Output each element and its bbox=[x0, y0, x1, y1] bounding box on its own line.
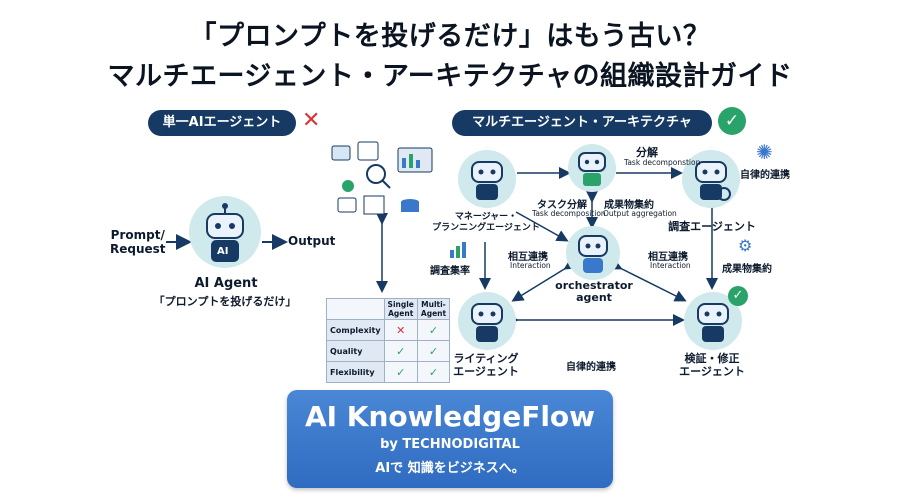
bar-chart-icon bbox=[448, 240, 468, 264]
edge-decomp-mid-en: Task decomposition bbox=[532, 209, 606, 218]
brand-banner: AI KnowledgeFlow by TECHNODIGITAL AIで 知識… bbox=[287, 390, 613, 488]
single-agent-name: AI Agent bbox=[194, 276, 258, 291]
output-label: Output bbox=[288, 234, 336, 248]
edge-orch-writing bbox=[511, 258, 577, 302]
table-row: Quality ✓ ✓ bbox=[326, 340, 451, 362]
edge-research-rate: 調査集率 bbox=[430, 266, 470, 277]
edge-aggregate-right: 成果物集約 bbox=[722, 264, 772, 275]
banner-title: AI KnowledgeFlow bbox=[304, 400, 596, 433]
edge-interaction-left: 相互連携 bbox=[508, 252, 548, 263]
top-robot-icon bbox=[568, 144, 616, 192]
page-title-line2: マルチエージェント・アーキテクチャの組織設計ガイド bbox=[107, 61, 793, 92]
prompt-request-label: Prompt/ Request bbox=[110, 228, 166, 256]
manager-label: マネージャー・ プランニングエージェント bbox=[432, 212, 540, 233]
tool-icons-cluster bbox=[328, 140, 438, 222]
table-row: Flexibility ✓ ✓ bbox=[326, 361, 451, 383]
edge-interaction-right: 相互連携 bbox=[648, 252, 688, 263]
gear-icon: ⚙ bbox=[738, 236, 753, 255]
banner-tagline: AIで 知識をビジネスへ。 bbox=[375, 461, 525, 476]
edge-decomp-mid: タスク分解 bbox=[537, 200, 587, 211]
edge-autonomous-top: 自律的連携 bbox=[740, 170, 790, 181]
edge-manager-orch bbox=[515, 211, 569, 242]
table-row: Complexity ✕ ✓ bbox=[326, 319, 451, 341]
edge-decomp-top-en: Task decomponstion bbox=[624, 158, 701, 167]
writing-robot-icon bbox=[458, 292, 516, 350]
network-icon: ✺ bbox=[756, 140, 773, 164]
edge-orch-verify bbox=[609, 258, 687, 302]
red-x-icon: ✕ bbox=[302, 108, 321, 133]
robot-badge: AI bbox=[217, 246, 229, 257]
comparison-table: Single Agent Multi- Agent Complexity ✕ ✓… bbox=[326, 298, 451, 383]
single-agent-heading: 単一AIエージェント bbox=[148, 110, 296, 136]
edge-decomp-top: 分解 bbox=[636, 146, 658, 159]
multi-agent-heading: マルチエージェント・アーキテクチャ bbox=[452, 110, 712, 136]
verify-check-icon: ✓ bbox=[728, 286, 748, 306]
orchestrator-label: orchestrator agent bbox=[555, 279, 633, 304]
table-corner bbox=[326, 298, 385, 320]
verify-label: 検証・修正 エージェント bbox=[679, 352, 745, 378]
single-agent-robot-icon bbox=[189, 196, 261, 268]
manager-robot-icon bbox=[458, 150, 516, 208]
col-single: Single Agent bbox=[383, 298, 418, 320]
green-check-icon: ✓ bbox=[718, 107, 746, 135]
edge-interaction-left-en: Interaction bbox=[510, 261, 551, 270]
col-multi: Multi- Agent bbox=[416, 298, 451, 320]
edge-aggregate-mid-en: Output aggregation bbox=[603, 209, 677, 218]
edge-interaction-right-en: Interaction bbox=[650, 261, 691, 270]
edge-autonomous-bottom: 自律的連携 bbox=[566, 362, 616, 373]
research-robot-icon bbox=[682, 150, 740, 208]
page-title-line1: 「プロンプトを投げるだけ」はもう古い？ bbox=[189, 21, 711, 52]
research-label: 調査エージェント bbox=[668, 220, 756, 233]
banner-byline: by TECHNODIGITAL bbox=[380, 437, 520, 452]
edge-aggregate-mid: 成果物集約 bbox=[604, 200, 654, 211]
writing-label: ライティング エージェント bbox=[453, 352, 519, 378]
orchestrator-robot-icon bbox=[566, 226, 620, 280]
single-agent-caption: 「プロンプトを投げるだけ」 bbox=[153, 295, 297, 308]
